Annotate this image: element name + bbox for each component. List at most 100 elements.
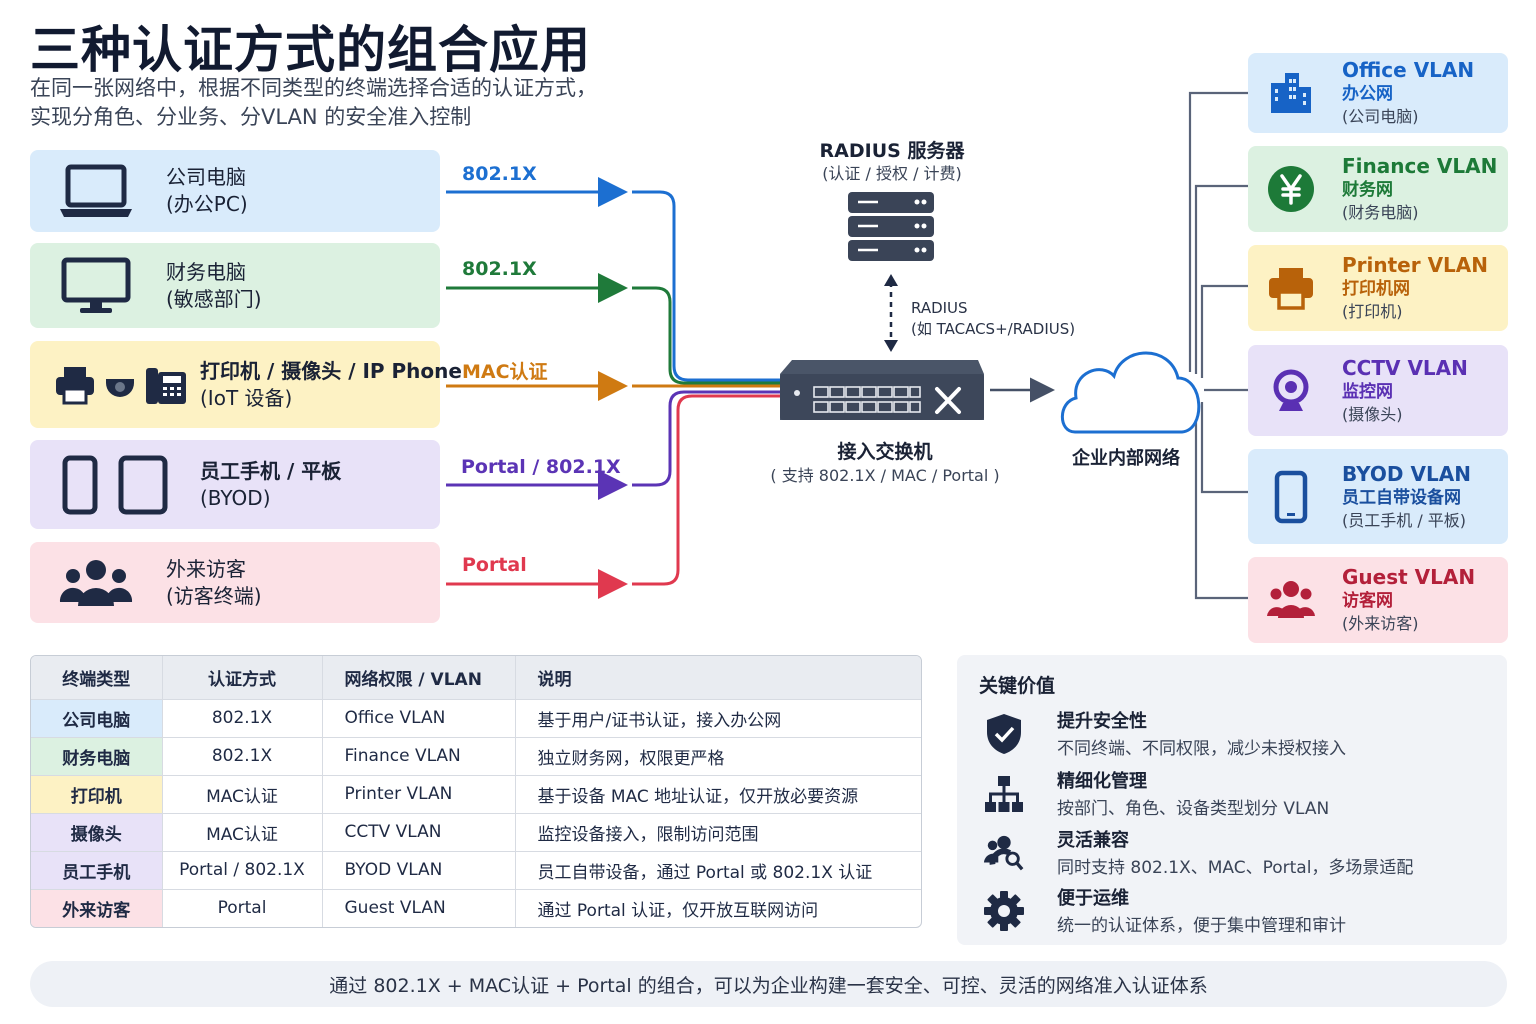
table-header: 说明 [515, 656, 921, 700]
cloud-icon [1060, 351, 1201, 434]
table-header-row: 终端类型 认证方式 网络权限 / VLAN 说明 [31, 656, 921, 700]
endpoint-card-finance-pc: 财务电脑 (敏感部门) [30, 243, 440, 328]
visitors-icon [59, 559, 133, 606]
vlan-devices: (公司电脑) [1342, 107, 1419, 126]
table-cell-auth: Portal / 802.1X [162, 851, 323, 890]
endpoint-text: 员工手机 / 平板 (BYOD) [200, 458, 341, 512]
table-cell-type: 公司电脑 [31, 699, 163, 738]
endpoint-text: 公司电脑 (办公PC) [166, 164, 248, 218]
cloud-label: 企业内部网络 [1072, 448, 1180, 469]
endpoint-sub: (IoT 设备) [200, 385, 293, 410]
table-header: 认证方式 [162, 656, 323, 700]
vlan-devices: (财务电脑) [1342, 203, 1419, 222]
table-cell-vlan: Guest VLAN [322, 889, 516, 927]
vlan-devices: (打印机) [1342, 302, 1403, 321]
endpoint-card-iot: 打印机 / 摄像头 / IP Phone (IoT 设备) [30, 341, 462, 428]
table-cell-vlan: Printer VLAN [322, 775, 516, 814]
vlan-devices: (员工手机 / 平板) [1342, 510, 1467, 530]
vlan-name: Printer VLAN [1342, 253, 1489, 277]
value-desc: 同时支持 802.1X、MAC、Portal，多场景适配 [1057, 858, 1414, 878]
subtitle-line-2: 实现分角色、分业务、分VLAN 的安全准入控制 [30, 105, 472, 129]
endpoint-sub: (BYOD) [200, 485, 271, 510]
table-cell-vlan: Office VLAN [322, 699, 516, 738]
radius-protocol-name: RADIUS [911, 299, 968, 317]
endpoint-icons [58, 150, 134, 232]
vlan-devices: (外来访客) [1342, 614, 1419, 633]
table-cell-auth: 802.1X [162, 699, 323, 738]
tablet-icon [118, 455, 168, 514]
table-cell-type: 财务电脑 [31, 737, 163, 776]
endpoint-text: 打印机 / 摄像头 / IP Phone (IoT 设备) [200, 358, 462, 412]
printer-icon [56, 366, 94, 404]
building-icon [1266, 68, 1316, 118]
cloud-to-vlan-lines [1188, 91, 1248, 600]
vlan-network: 办公网 [1342, 84, 1393, 104]
auth-method-label: Portal [462, 554, 527, 576]
page-title: 三种认证方式的组合应用 [30, 21, 591, 79]
table-cell-desc: 通过 Portal 认证，仅开放互联网访问 [537, 900, 819, 921]
footer-summary: 通过 802.1X + MAC认证 + Portal 的组合，可以为企业构建一套… [30, 961, 1507, 1007]
endpoint-text: 财务电脑 (敏感部门) [166, 259, 262, 313]
table-cell-auth: MAC认证 [162, 813, 323, 852]
table-cell-desc: 基于用户/证书认证，接入办公网 [515, 699, 921, 738]
radius-server-title: RADIUS 服务器 [819, 140, 965, 162]
radius-link [884, 274, 898, 352]
endpoint-name: 公司电脑 [166, 165, 246, 189]
access-switch-icon [780, 360, 984, 420]
vlan-text: CCTV VLAN 监控网 (摄像头) [1342, 356, 1468, 426]
value-desc: 按部门、角色、设备类型划分 VLAN [1057, 799, 1330, 819]
yen-icon [1266, 164, 1316, 214]
endpoint-sub: (办公PC) [166, 192, 248, 216]
auth-method-label: Portal / 802.1X [461, 456, 621, 478]
auth-connector [632, 190, 782, 382]
value-desc: 统一的认证体系，便于集中管理和审计 [1057, 916, 1346, 936]
auth-method-label: 802.1X [462, 163, 537, 185]
auth-connector [632, 390, 782, 487]
vlan-text: Office VLAN 办公网 (公司电脑) [1342, 58, 1474, 128]
table-cell-vlan: Finance VLAN [322, 737, 516, 776]
vlan-name: Finance VLAN [1342, 154, 1498, 178]
cctv-icon [1266, 366, 1316, 416]
table-cell-type: 员工手机 [31, 851, 163, 890]
key-values-panel: 关键价值 提升安全性 不同终端、不同权限，减少未授权接入 精细化管理 按部门、角… [957, 655, 1507, 945]
table-cell-desc: 员工自带设备，通过 Portal 或 802.1X 认证 [515, 851, 921, 890]
value-title: 提升安全性 [1057, 711, 1147, 732]
value-item: 灵活兼容 同时支持 802.1X、MAC、Portal，多场景适配 [957, 826, 1507, 882]
endpoint-sub: (访客终端) [166, 583, 262, 608]
radius-protocol-note: (如 TACACS+/RADIUS) [911, 320, 1076, 338]
vlan-network: 财务网 [1342, 180, 1393, 200]
vlan-text: Printer VLAN 打印机网 (打印机) [1342, 253, 1488, 323]
endpoint-card-office-pc: 公司电脑 (办公PC) [30, 150, 440, 232]
endpoint-icons [54, 341, 188, 428]
printer-icon [1266, 263, 1316, 313]
endpoint-text: 外来访客 (访客终端) [166, 556, 262, 610]
auth-method-label: 802.1X [462, 258, 537, 280]
auth-connector [632, 286, 782, 385]
phone-icon [1266, 470, 1316, 523]
value-item: 便于运维 统一的认证体系，便于集中管理和审计 [957, 884, 1507, 940]
auth-connector [632, 394, 782, 586]
vlan-card-finance: Finance VLAN 财务网 (财务电脑) [1248, 146, 1508, 232]
table-cell-desc: 基于设备 MAC 地址认证，仅开放必要资源 [515, 775, 921, 814]
monitor-icon [61, 257, 131, 313]
endpoint-name: 员工手机 / 平板 [200, 458, 342, 483]
table-cell-type: 摄像头 [31, 813, 163, 852]
vlan-network: 员工自带设备网 [1342, 487, 1461, 508]
table-cell-type: 打印机 [31, 775, 163, 814]
value-item: 精细化管理 按部门、角色、设备类型划分 VLAN [957, 767, 1507, 823]
table-header: 终端类型 [31, 656, 163, 700]
hierarchy-icon [983, 773, 1025, 815]
endpoint-sub: (敏感部门) [166, 286, 262, 311]
vlan-network: 打印机网 [1342, 279, 1410, 299]
endpoint-card-byod: 员工手机 / 平板 (BYOD) [30, 440, 440, 529]
vlan-name: Office VLAN [1342, 58, 1475, 82]
key-values-title: 关键价值 [979, 675, 1056, 697]
value-title: 灵活兼容 [1057, 830, 1129, 851]
vlan-card-printer: Printer VLAN 打印机网 (打印机) [1248, 245, 1508, 331]
subtitle-line-1: 在同一张网络中，根据不同类型的终端选择合适的认证方式， [30, 76, 597, 100]
endpoint-name: 外来访客 [166, 556, 246, 581]
shield-icon [983, 713, 1025, 755]
